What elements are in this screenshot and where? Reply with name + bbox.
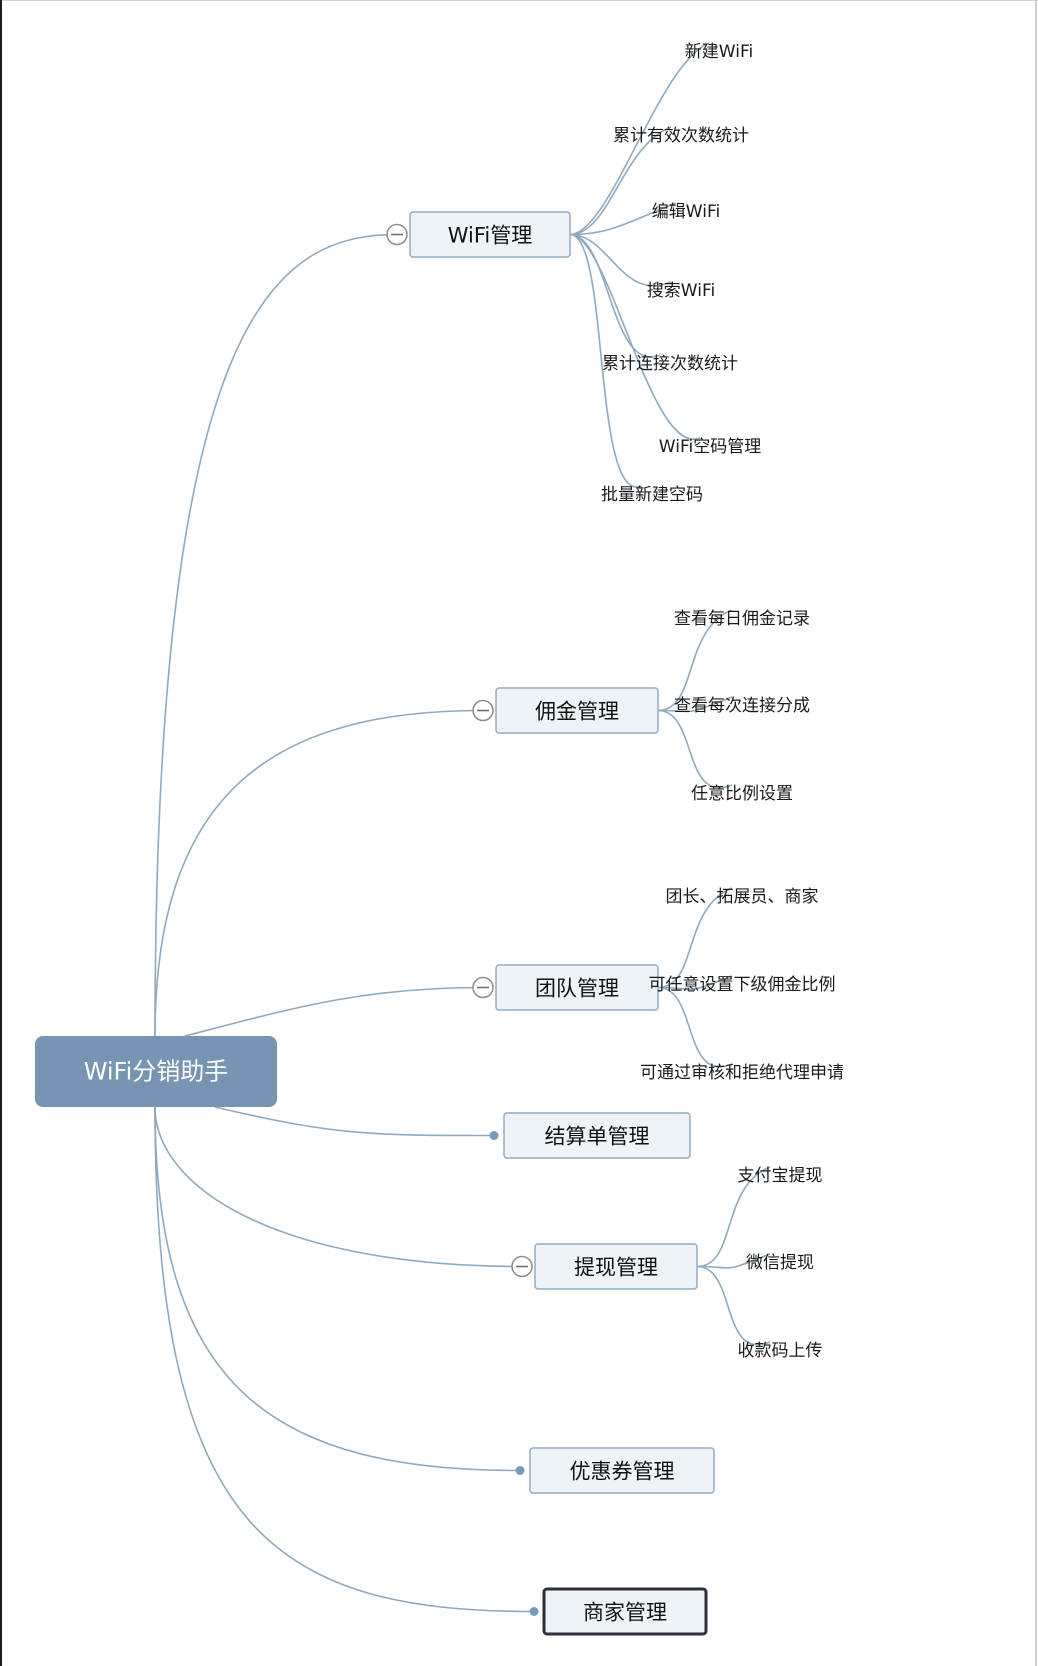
connector-branch-to-leaf	[569, 233, 661, 358]
branch-topic-label: 商家管理	[583, 1601, 667, 1625]
branch-topic-label: 提现管理	[574, 1256, 658, 1280]
branch-topic-label: WiFi管理	[448, 224, 533, 248]
leaf-topic-label[interactable]: 查看每次连接分成	[674, 696, 810, 716]
branch-topic-box[interactable]	[534, 1243, 698, 1290]
connector-branch-to-leaf	[569, 233, 672, 287]
connector-branch-to-leaf	[569, 233, 643, 488]
branch-topic-box[interactable]	[542, 1587, 708, 1636]
connector-root-to-branch	[154, 1106, 521, 1472]
leaf-topic-label[interactable]: WiFi空码管理	[659, 437, 761, 457]
branch-topic-box[interactable]	[529, 1447, 715, 1494]
leaf-topic-label[interactable]: 可任意设置下级佣金比例	[649, 975, 836, 995]
mind-map-connectors	[154, 42, 771, 1613]
connector-branch-to-leaf	[569, 126, 672, 236]
branch-topic-box[interactable]	[409, 211, 571, 258]
branch-topic-label: 团队管理	[535, 977, 619, 1001]
branch-topic-label: 结算单管理	[545, 1125, 650, 1149]
connector-branch-to-leaf	[569, 233, 701, 440]
connector-branch-to-leaf	[696, 1166, 771, 1268]
connector-branch-to-leaf	[657, 887, 733, 989]
connector-root-to-branch	[154, 1106, 535, 1613]
leaf-topic-label[interactable]: 查看每日佣金记录	[674, 609, 810, 629]
connector-branch-to-leaf	[657, 975, 733, 991]
leaf-topic-label[interactable]: 微信提现	[746, 1253, 814, 1273]
leaf-topic-label[interactable]: 批量新建空码	[601, 485, 703, 505]
connector-branch-to-leaf	[657, 609, 733, 712]
leaf-topic-label[interactable]: 支付宝提现	[738, 1166, 823, 1186]
leaf-topic-label[interactable]: 新建WiFi	[685, 42, 753, 62]
connector-branch-to-leaf	[657, 986, 733, 1068]
frame-right-border	[1035, 0, 1037, 1666]
connector-dot-icon	[515, 1466, 525, 1475]
leaf-topic-label[interactable]: 累计有效次数统计	[613, 126, 749, 146]
leaf-topic-label[interactable]: 任意比例设置	[691, 784, 793, 804]
connector-branch-to-leaf	[696, 1265, 771, 1346]
connector-root-to-branch	[154, 709, 484, 1037]
branch-topic-label: 优惠券管理	[570, 1460, 675, 1484]
root-topic-label: WiFi分销助手	[84, 1058, 229, 1086]
connector-root-to-branch	[214, 1106, 495, 1137]
connector-branch-to-leaf	[569, 42, 710, 236]
connector-root-to-branch	[184, 986, 484, 1037]
branch-topic-label: 佣金管理	[535, 700, 619, 724]
leaf-topic-label[interactable]: 收款码上传	[738, 1341, 823, 1361]
connector-branch-to-leaf	[569, 202, 677, 236]
leaf-topic-label[interactable]: 可通过审核和拒绝代理申请	[640, 1063, 844, 1083]
connector-branch-to-leaf	[696, 1253, 771, 1269]
root-topic-box[interactable]	[35, 1036, 277, 1107]
connector-dot-icon	[489, 1131, 499, 1140]
connector-root-to-branch	[154, 233, 398, 1037]
branch-topic-box[interactable]	[495, 964, 659, 1011]
connector-dot-icon	[529, 1607, 539, 1616]
connector-branch-to-leaf	[657, 709, 733, 789]
branch-topic-box[interactable]	[495, 687, 659, 734]
connector-root-to-branch	[154, 1106, 523, 1268]
branch-topic-box[interactable]	[503, 1112, 691, 1159]
leaf-topic-label[interactable]: 累计连接次数统计	[602, 354, 738, 374]
leaf-topic-label[interactable]: 团长、拓展员、商家	[666, 887, 819, 907]
connector-branch-to-leaf	[657, 696, 733, 713]
leaf-topic-label[interactable]: 编辑WiFi	[652, 202, 720, 222]
frame-top-border	[0, 0, 1038, 1]
leaf-topic-label[interactable]: 搜索WiFi	[647, 281, 715, 301]
frame-left-border	[0, 0, 2, 1666]
